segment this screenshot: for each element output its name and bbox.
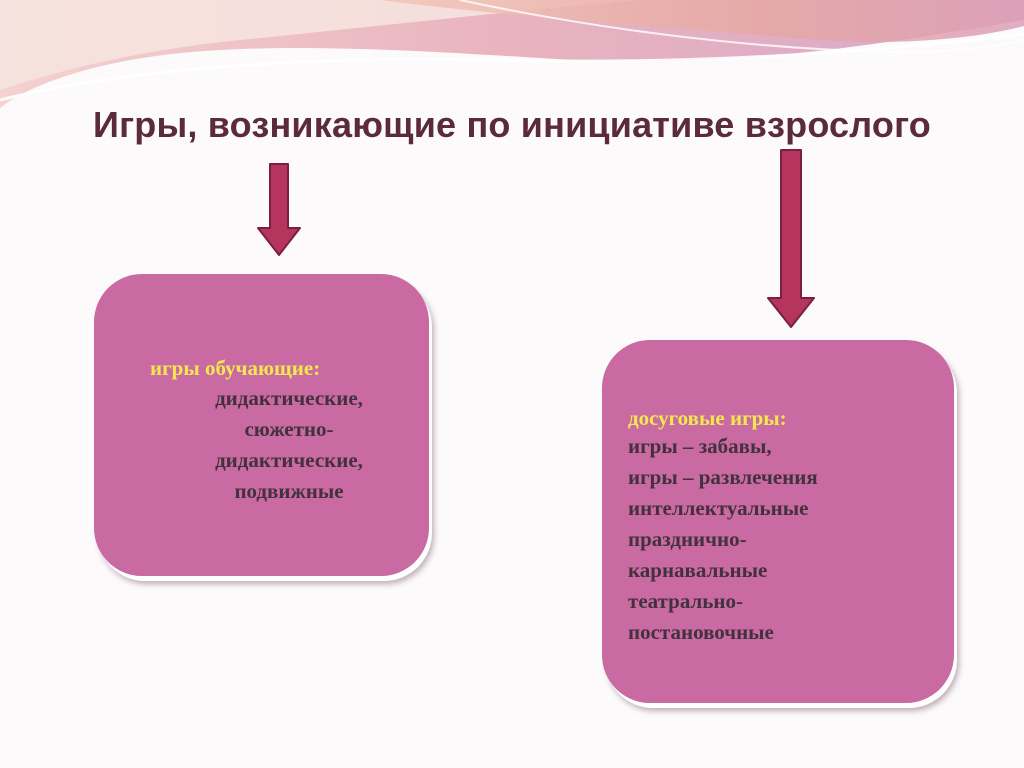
list-item: театрально- (628, 589, 744, 613)
learning-games-list: дидактические, сюжетно- дидактические, п… (94, 383, 484, 507)
list-item: постановочные (628, 620, 774, 644)
list-item: дидактические, (215, 386, 363, 410)
list-item: подвижные (234, 479, 344, 503)
slide-title: Игры, возникающие по инициативе взрослог… (93, 104, 931, 145)
list-item: карнавальные (628, 558, 768, 582)
arrow-down-icon-right (767, 149, 815, 328)
learning-games-heading: игры обучающие: (150, 356, 321, 380)
list-item: празднично- (628, 527, 747, 551)
decorative-wave-banner (0, 0, 1024, 108)
learning-games-card: игры обучающие: дидактические, сюжетно- … (94, 274, 429, 576)
list-item: игры – забавы, (628, 434, 772, 458)
leisure-games-heading: досуговые игры: (628, 406, 787, 430)
list-item: сюжетно- (244, 417, 334, 441)
list-item: игры – развлечения (628, 465, 818, 489)
arrow-down-icon-left (257, 163, 301, 256)
list-item: интеллектуальные (628, 496, 809, 520)
leisure-games-card: досуговые игры: игры – забавы, игры – ра… (602, 340, 954, 703)
leisure-games-list: игры – забавы, игры – развлечения интелл… (628, 431, 818, 648)
list-item: дидактические, (215, 448, 363, 472)
